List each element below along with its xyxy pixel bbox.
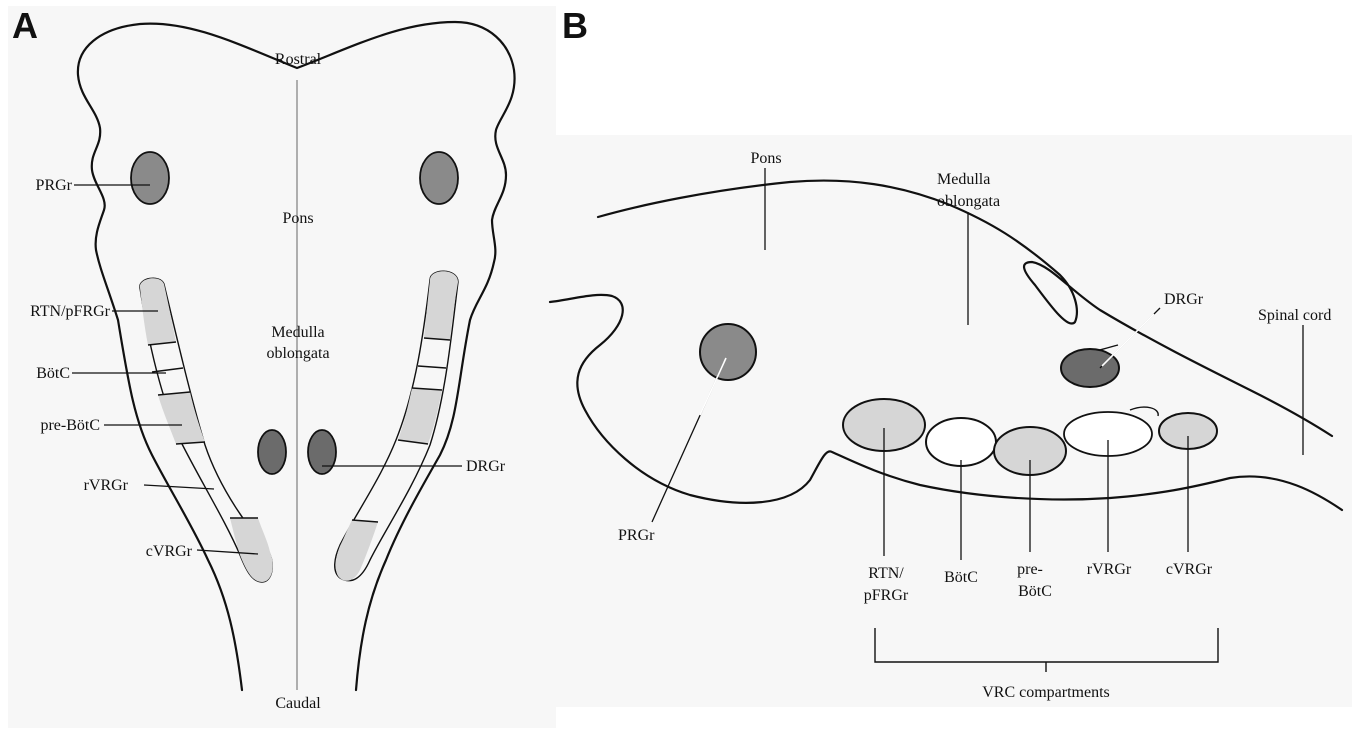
label-pons-b: Pons: [750, 150, 781, 167]
drgr-nucleus-b: [1061, 349, 1119, 387]
panel-b-letter: B: [562, 5, 588, 46]
label-rvrgr-b: rVRGr: [1087, 561, 1132, 578]
label-prgr-b: PRGr: [618, 527, 655, 544]
label-spinal-cord: Spinal cord: [1258, 307, 1331, 324]
label-pre-botc-a: pre-BötC: [40, 417, 100, 434]
botc-nucleus-b: [926, 418, 996, 466]
left-drgr-nucleus: [258, 430, 286, 474]
label-vrc-compartments: VRC compartments: [982, 684, 1110, 701]
prgr-nucleus-b: [700, 324, 756, 380]
label-pre-botc-b-line1: pre-: [1017, 561, 1043, 578]
label-botc-a: BötC: [36, 365, 70, 382]
label-cvrgr-a: cVRGr: [146, 543, 193, 560]
panel-a: A: [8, 5, 556, 728]
panel-a-background: [8, 6, 556, 728]
right-drgr-nucleus: [308, 430, 336, 474]
label-medulla-b-line2: oblongata: [937, 193, 1000, 210]
label-prgr-a: PRGr: [36, 177, 73, 194]
label-medulla-a-line1: Medulla: [271, 324, 324, 341]
label-pre-botc-b-line2: BötC: [1018, 583, 1052, 600]
right-prgr-nucleus: [420, 152, 458, 204]
label-drgr-b: DRGr: [1164, 291, 1204, 308]
label-cvrgr-b: cVRGr: [1166, 561, 1213, 578]
label-medulla-a-line2: oblongata: [266, 345, 329, 362]
panel-b: B Pons Medull: [550, 5, 1352, 707]
label-caudal: Caudal: [275, 695, 321, 712]
label-rvrgr-a: rVRGr: [84, 477, 129, 494]
label-medulla-b-line1: Medulla: [937, 171, 990, 188]
label-pons-a: Pons: [282, 210, 313, 227]
label-rtn-pfrgr-a: RTN/pFRGr: [30, 303, 111, 320]
panel-a-letter: A: [12, 5, 38, 46]
left-prgr-nucleus: [131, 152, 169, 204]
label-drgr-a: DRGr: [466, 458, 506, 475]
label-rtn-b-line1: RTN/: [868, 565, 904, 582]
label-rostral: Rostral: [275, 51, 322, 68]
label-botc-b: BötC: [944, 569, 978, 586]
label-rtn-b-line2: pFRGr: [864, 587, 909, 604]
